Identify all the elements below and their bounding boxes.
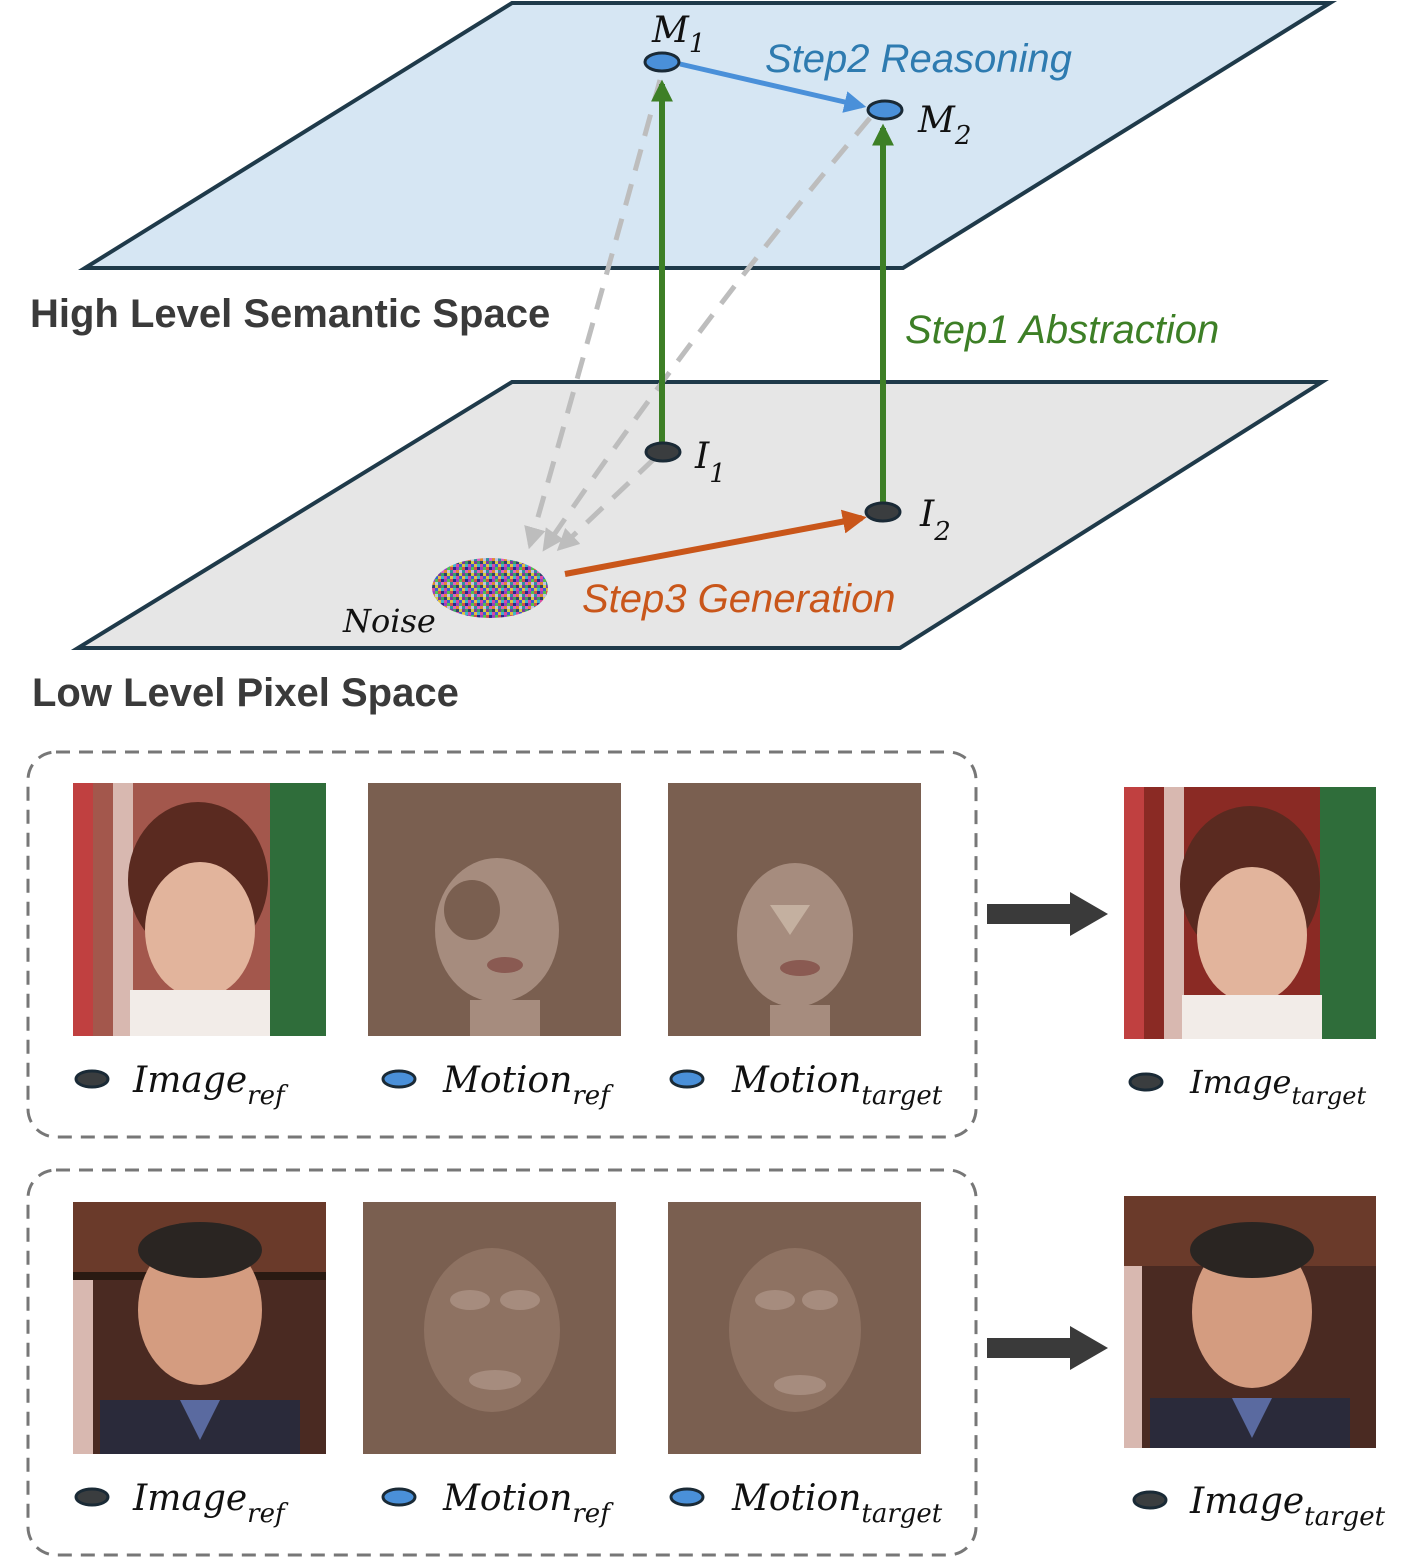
label-m2: M2 [917,100,971,151]
example-row-2: Imageref Motionref Motiontarget Imagetar… [26,1168,1386,1557]
dashed-arrow-m2-noise [542,116,872,552]
example-2-motion-target-label: Motiontarget [731,1478,943,1529]
example-1-output-arrow [987,892,1108,936]
noise-blob [432,558,548,618]
example-1-motion-ref-label: Motionref [442,1060,614,1111]
step3-generation-label: Step3 Generation [582,577,896,621]
generation-arrow-noise-i2 [564,509,867,577]
example-1-image-ref-dot [74,1069,110,1089]
example-1-motion-ref-map [368,783,621,1036]
dashed-arrow-m1-noise [524,79,663,550]
example-2-output-arrow [987,1326,1108,1370]
step1-abstraction-label: Step1 Abstraction [905,308,1219,352]
pixel-point-i2 [864,501,902,523]
label-m1: M1 [651,10,705,59]
example-2-image-target-photo [1124,1196,1376,1448]
step2-reasoning-label: Step2 Reasoning [765,37,1072,81]
label-i2: I2 [919,494,951,547]
pixel-point-i1 [644,441,682,463]
example-2-motion-ref-map [363,1202,616,1454]
label-i1: I1 [694,436,726,489]
example-2-image-ref-dot [74,1487,110,1507]
example-1-motion-ref-dot [381,1069,417,1089]
semantic-point-m2 [866,99,904,121]
example-2-image-ref-label: Imageref [132,1478,289,1529]
example-2-motion-ref-label: Motionref [442,1478,614,1529]
example-2-motion-ref-dot [381,1487,417,1507]
label-noise: Noise [342,602,436,640]
example-1-image-target-label: Imagetarget [1189,1063,1366,1110]
example-1-image-ref-label: Imageref [132,1060,289,1111]
example-2-motion-target-map [668,1202,921,1454]
example-1-image-target-dot [1128,1072,1164,1092]
semantic-point-m1 [643,51,681,73]
example-1-motion-target-map [668,783,921,1036]
example-1-image-ref-photo [73,783,326,1036]
example-1-image-target-photo [1124,787,1376,1039]
example-2-input-box [26,1168,978,1557]
example-2-motion-target-dot [669,1487,705,1507]
example-1-motion-target-dot [669,1069,705,1089]
example-2-image-target-label: Imagetarget [1189,1481,1386,1532]
dashed-arrow-i1-noise [556,456,657,552]
example-1-motion-target-label: Motiontarget [731,1060,943,1111]
example-1-input-box [26,750,978,1139]
pixel-space-plane [70,380,1329,650]
reasoning-arrow-m1-m2 [679,61,867,113]
example-2-image-ref-photo [73,1202,326,1454]
example-row-1: Imageref Motionref Motiontarget Imagetar… [26,750,1376,1139]
high-level-semantic-space-title: High Level Semantic Space [30,292,550,336]
low-level-pixel-space-title: Low Level Pixel Space [32,671,459,715]
semantic-space-plane [77,0,1338,270]
example-2-image-target-dot [1132,1490,1168,1510]
